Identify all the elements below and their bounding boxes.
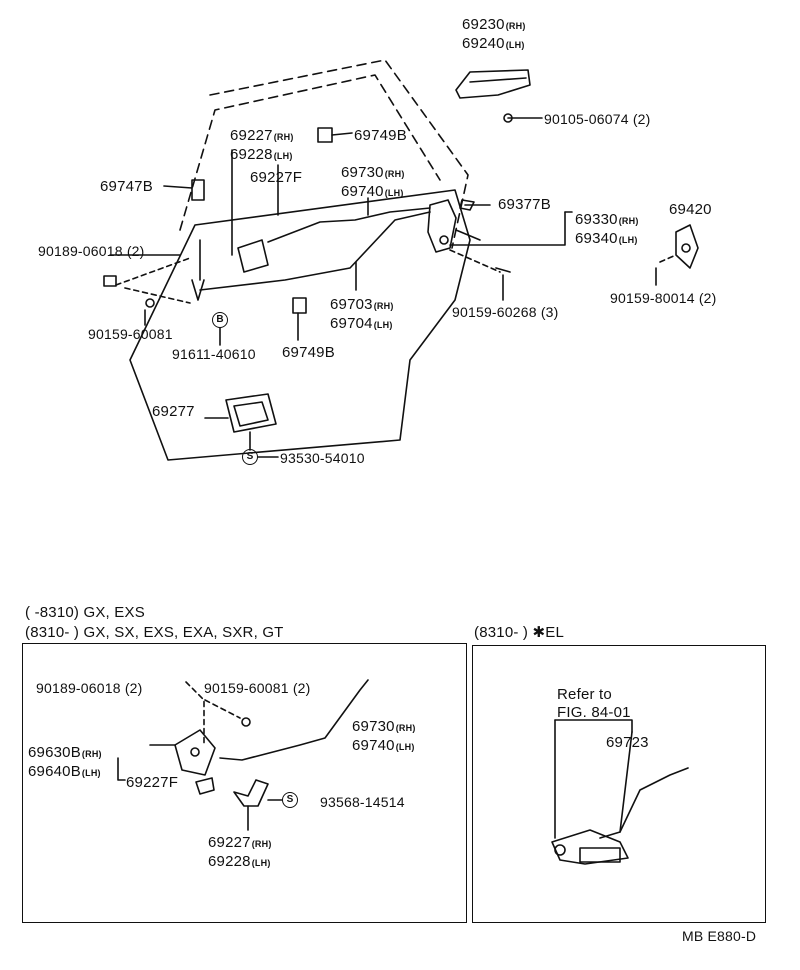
ll-lock-label: 69630B(RH) 69640B(LH) <box>28 744 102 780</box>
lr-heading: (8310- ) ✱EL <box>474 624 565 641</box>
ll-nut-label: 90189-06018 (2) <box>36 680 143 696</box>
ll-heading-line2: (8310- ) GX, SX, EXS, EXA, SXR, GT <box>25 624 284 641</box>
outside-handle-label: 69230(RH) 69240(LH) <box>462 16 526 52</box>
bolt-left-label: 90159-60081 <box>88 326 173 342</box>
inside-handle-shape <box>225 393 277 433</box>
door-window-frame-inner <box>179 74 441 231</box>
rod-clip-top-label: 69749B <box>354 127 407 144</box>
ll-rod-label: 69730(RH) 69740(LH) <box>352 718 416 754</box>
mark-b-circle: B <box>212 312 228 328</box>
ll-cylinder-rod-label: 69227(RH) 69228(LH) <box>208 834 272 870</box>
lr-refer-line2: FIG. 84-01 <box>557 704 631 721</box>
lr-refer-line1: Refer to <box>557 686 612 703</box>
rod-clip-bottom-label: 69749B <box>282 344 335 361</box>
door-lock-label: 69330(RH) 69340(LH) <box>575 211 639 247</box>
inside-handle-label: 69277 <box>152 403 195 420</box>
outside-handle-shape <box>455 69 531 99</box>
link-clip-label: 69227F <box>250 169 303 186</box>
ll-lock-shape <box>174 729 216 776</box>
clip-left-label: 69747B <box>100 178 153 195</box>
nut-left-label: 90189-06018 (2) <box>38 243 145 259</box>
lr-actuator-label: 69723 <box>606 734 649 751</box>
door-window-frame <box>209 59 469 249</box>
lock-screw-label: 90159-60268 (3) <box>452 304 559 320</box>
screw-b-label: 91611-40610 <box>172 346 256 362</box>
striker-plate-label: 69377B <box>498 196 551 213</box>
variant-box-left <box>22 643 467 923</box>
lock-cylinder-rod-label: 69227(RH) 69228(LH) <box>230 127 294 163</box>
door-lock-shape <box>427 199 457 253</box>
lower-rod-label: 69703(RH) 69704(LH) <box>330 296 394 332</box>
door-body-outline <box>129 189 471 461</box>
handle-screw-label: 90105-06074 (2) <box>544 111 651 127</box>
ll-mark-s-circle: S <box>282 792 298 808</box>
striker-screw-label: 90159-80014 (2) <box>610 290 717 306</box>
actuator-shape <box>551 829 629 865</box>
ll-link-clip-label: 69227F <box>126 774 179 791</box>
striker-label: 69420 <box>669 201 712 218</box>
variant-box-right <box>472 645 766 923</box>
drawing-code: MB E880-D <box>682 928 757 944</box>
ll-bolt-label: 90159-60081 (2) <box>204 680 311 696</box>
ll-heading-line1: ( -8310) GX, EXS <box>25 604 145 621</box>
upper-rod-label: 69730(RH) 69740(LH) <box>341 164 405 200</box>
ll-screw-s-label: 93568-14514 <box>320 794 405 810</box>
mark-s-circle: S <box>242 449 258 465</box>
screw-s-label: 93530-54010 <box>280 450 365 466</box>
striker-shape <box>675 224 699 269</box>
